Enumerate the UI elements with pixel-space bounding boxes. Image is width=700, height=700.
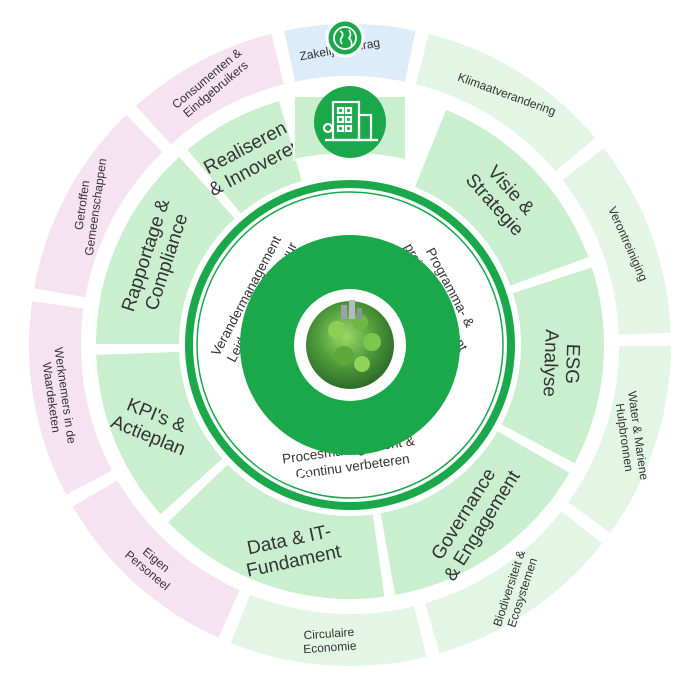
outer-werknemers [27,299,115,498]
outer-biodiversiteit [422,508,606,656]
segment-governance [378,428,573,598]
outer-personeel [69,477,243,641]
outer-consumenten [133,31,287,148]
segment-visie [412,107,591,289]
outer-circulaire [228,592,430,668]
segment-esg-label: ESGAnalyse [538,329,583,398]
segment-data [165,461,387,601]
segment-kpi [94,349,226,518]
segment-esg [498,264,606,467]
outer-klimaat [413,31,599,175]
segment-realiseren [184,98,305,217]
outer-circulaire-label: CirculaireEconomie [302,625,357,656]
outer-verontreiniging [559,145,673,337]
office-building-icon [322,100,378,142]
segment-rapportage [93,154,238,346]
outer-gemeenschappen [31,111,166,300]
globe-icon [325,18,365,58]
earth-with-trees-icon [294,289,406,401]
building-tile [293,86,407,162]
outer-water [565,344,674,536]
